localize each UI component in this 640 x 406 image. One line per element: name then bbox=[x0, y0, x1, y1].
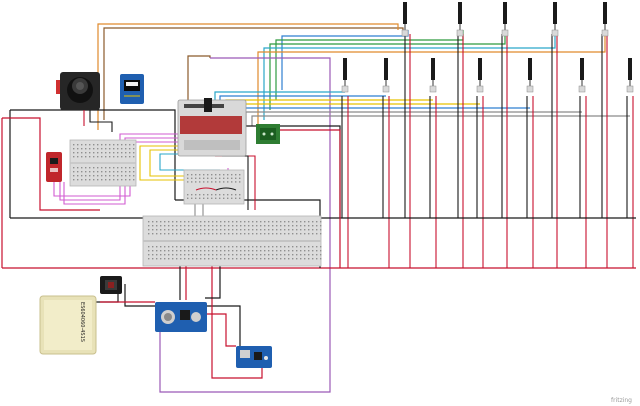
slide-potentiometer-icon[interactable] bbox=[501, 2, 509, 37]
slide-potentiometer-icon[interactable] bbox=[526, 58, 534, 93]
lcd-main-board bbox=[177, 98, 247, 157]
module-interconnect bbox=[53, 110, 256, 262]
slide-potentiometer-icon[interactable] bbox=[626, 58, 634, 93]
sensor-module-red bbox=[46, 152, 62, 182]
power-switch-icon bbox=[100, 276, 122, 294]
slide-potentiometer-icon[interactable] bbox=[341, 58, 349, 93]
breadboard-mini bbox=[183, 169, 245, 205]
battery-line-1: ES604060-4S1S bbox=[79, 302, 85, 342]
potentiometer-row-top bbox=[401, 2, 609, 37]
watermark-text: fritzing bbox=[611, 397, 632, 404]
slide-potentiometer-icon[interactable] bbox=[401, 2, 409, 37]
slide-potentiometer-icon[interactable] bbox=[456, 2, 464, 37]
buck-converter-module bbox=[155, 302, 207, 332]
lipo-battery-icon: ES604060-4S1S bbox=[39, 295, 97, 355]
slide-potentiometer-icon[interactable] bbox=[551, 2, 559, 37]
slide-potentiometer-icon[interactable] bbox=[382, 58, 390, 93]
usb-charger-module bbox=[236, 346, 272, 368]
relay-module bbox=[256, 124, 280, 144]
slide-potentiometer-icon[interactable] bbox=[578, 58, 586, 93]
lower-wire-bus bbox=[214, 91, 630, 126]
slide-potentiometer-icon[interactable] bbox=[601, 2, 609, 37]
top-wire-bus bbox=[97, 23, 606, 393]
slide-potentiometer-icon[interactable] bbox=[476, 58, 484, 93]
joystick-icon bbox=[56, 72, 100, 110]
slide-potentiometer-icon[interactable] bbox=[429, 58, 437, 93]
breadboard-small bbox=[69, 139, 137, 187]
potentiometer-row-bottom bbox=[341, 58, 634, 93]
breadboard-main bbox=[142, 215, 322, 267]
pot-vertical-leads bbox=[341, 34, 634, 268]
oled-display-module bbox=[120, 74, 144, 104]
